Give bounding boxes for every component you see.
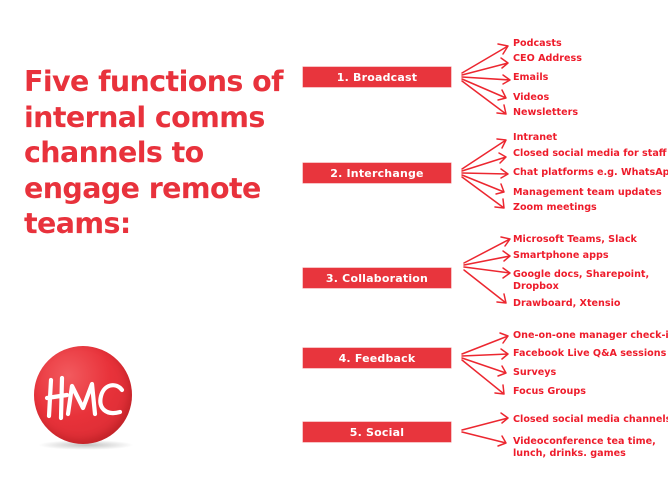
title-line: internal comms <box>24 100 265 134</box>
title-line: Five functions of <box>24 65 283 98</box>
list-item: Newsletters <box>513 107 579 118</box>
list-item: Emails <box>513 72 549 83</box>
page-title: Five functions of internal comms channel… <box>24 64 304 242</box>
hmc-logo-icon <box>34 346 132 444</box>
arrow-icon <box>463 250 511 266</box>
list-item: Videoconference tea time, <box>513 436 656 447</box>
list-item: Focus Groups <box>513 386 586 397</box>
arrow-icon <box>461 431 507 447</box>
function-box-feedback: 4. Feedback <box>303 348 451 368</box>
arrow-icon <box>461 412 509 431</box>
list-item: One-on-one manager check-ins <box>513 330 668 341</box>
arrow-icon <box>461 80 507 115</box>
list-item: Chat platforms e.g. WhatsApp <box>513 167 668 178</box>
arrow-icon <box>463 266 511 279</box>
list-item: Dropbox <box>513 281 559 292</box>
hmc-lettering <box>44 375 125 421</box>
title-line: teams: <box>24 207 131 240</box>
list-item: Facebook Live Q&A sessions <box>513 348 667 359</box>
list-item: CEO Address <box>513 53 582 64</box>
function-box-collaboration: 3. Collaboration <box>303 268 451 288</box>
logo-shadow <box>38 440 134 450</box>
arrow-icon <box>461 152 507 172</box>
arrow-icon <box>461 74 511 85</box>
arrow-icon <box>461 138 507 170</box>
function-box-broadcast: 1. Broadcast <box>303 67 451 87</box>
arrow-icon <box>461 176 505 209</box>
list-item: Smartphone apps <box>513 250 609 261</box>
collaboration-arrows <box>463 236 511 304</box>
list-item: lunch, drinks. games <box>513 448 626 459</box>
list-item: Management team updates <box>513 187 662 198</box>
feedback-arrows <box>461 332 509 395</box>
arrow-icon <box>461 78 507 101</box>
list-item: Microsoft Teams, Slack <box>513 234 637 245</box>
broadcast-arrows <box>461 43 511 115</box>
title-line: engage remote <box>24 171 261 205</box>
list-item: Surveys <box>513 367 557 378</box>
arrow-icon <box>461 174 505 195</box>
arrow-icon <box>461 348 509 360</box>
list-item: Closed social media for staff <box>513 148 667 159</box>
arrow-icon <box>461 332 509 355</box>
arrow-icon <box>461 168 509 179</box>
function-box-interchange: 2. Interchange <box>303 163 451 183</box>
title-line: channels to <box>24 136 204 169</box>
arrow-icon <box>463 236 511 264</box>
list-item: Drawboard, Xtensio <box>513 298 621 309</box>
list-item: Intranet <box>513 132 558 143</box>
list-item: Google docs, Sharepoint, <box>513 269 650 280</box>
arrow-icon <box>461 43 509 74</box>
list-item: Podcasts <box>513 38 562 49</box>
arrow-icon <box>463 269 507 304</box>
interchange-arrows <box>461 138 509 209</box>
arrow-icon <box>461 357 507 377</box>
list-item: Zoom meetings <box>513 202 597 213</box>
arrow-icon <box>461 57 509 76</box>
social-arrows <box>461 412 509 447</box>
function-box-social: 5. Social <box>303 422 451 442</box>
hmc-logo <box>34 346 134 450</box>
list-item: Videos <box>513 92 550 103</box>
list-item: Closed social media channels <box>513 414 668 425</box>
arrow-icon <box>461 359 505 395</box>
